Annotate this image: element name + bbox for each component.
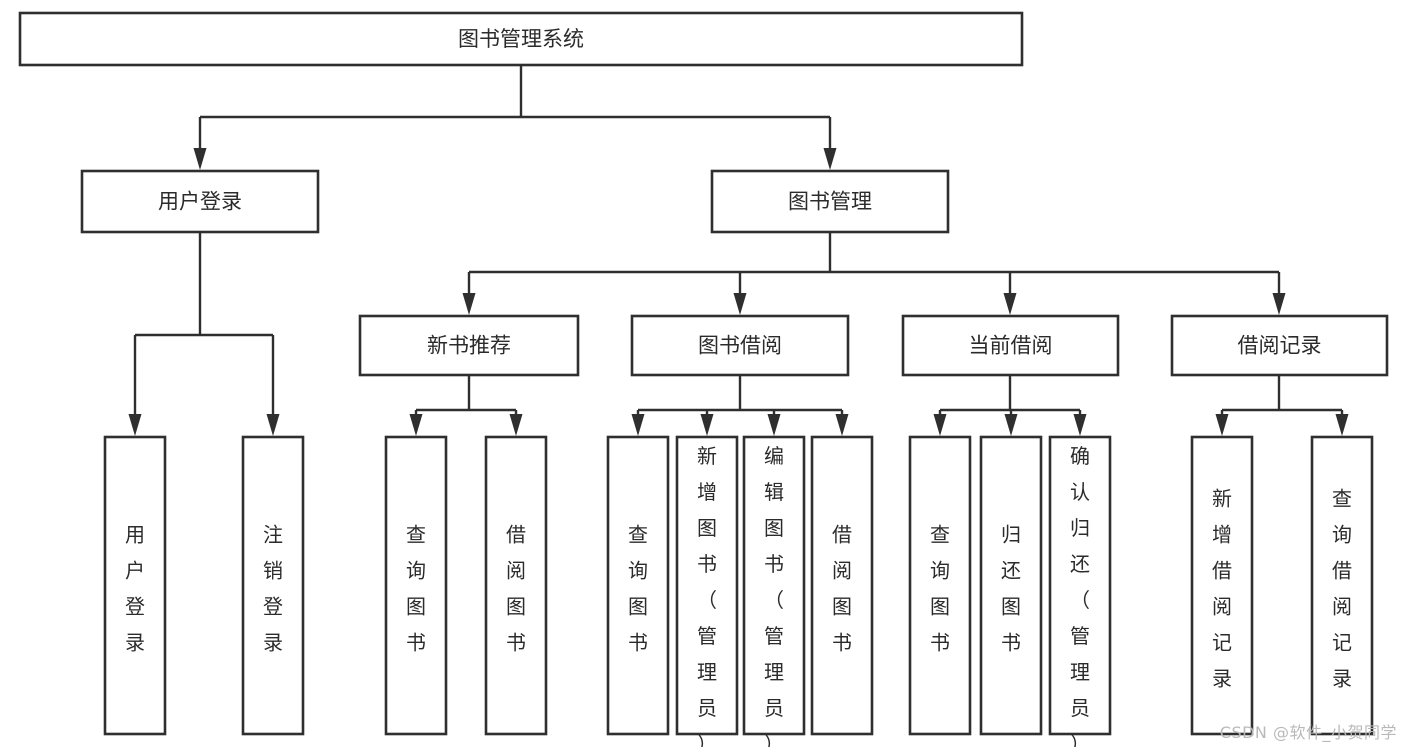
edge-group-6 xyxy=(1215,375,1349,436)
edge-group-2 xyxy=(462,232,1286,315)
leaf-node-1[interactable]: 注销登录 xyxy=(241,435,305,736)
leaf-node-9-label: 归还图书 xyxy=(1001,523,1021,655)
leaf-node-7-box[interactable] xyxy=(810,435,874,736)
leaf-node-3-label: 借阅图书 xyxy=(506,523,526,655)
leaf-node-11[interactable]: 新增借阅记录 xyxy=(1190,435,1254,736)
arrow-head-icon xyxy=(933,414,947,436)
arrow-head-icon xyxy=(1272,293,1286,315)
nodes-layer: 图书管理系统用户登录图书管理新书推荐图书借阅当前借阅借阅记录用户登录注销登录查询… xyxy=(18,11,1389,747)
level2-node-0-box[interactable] xyxy=(80,169,320,234)
arrow-head-icon xyxy=(128,414,142,436)
arrow-head-icon xyxy=(1073,414,1087,436)
root-node[interactable]: 图书管理系统 xyxy=(18,11,1024,67)
leaf-node-8[interactable]: 查询图书 xyxy=(908,435,972,736)
level3-node-3-label: 借阅记录 xyxy=(1238,334,1322,358)
level3-node-3-box[interactable] xyxy=(1170,314,1389,377)
leaf-node-0-box[interactable] xyxy=(103,435,167,736)
arrow-head-icon xyxy=(1004,414,1018,436)
edges-layer xyxy=(128,65,1349,436)
level3-node-1-box[interactable] xyxy=(630,314,850,377)
leaf-node-9[interactable]: 归还图书 xyxy=(979,435,1043,736)
arrow-head-icon xyxy=(835,414,849,436)
arrow-head-icon xyxy=(631,414,645,436)
leaf-node-1-box[interactable] xyxy=(241,435,305,736)
edge-group-5 xyxy=(933,375,1087,436)
leaf-node-2[interactable]: 查询图书 xyxy=(384,435,448,736)
arrow-head-icon xyxy=(767,414,781,436)
root-node-label: 图书管理系统 xyxy=(458,27,584,51)
level3-node-0-box[interactable] xyxy=(358,314,580,377)
level2-node-1[interactable]: 图书管理 xyxy=(710,169,950,234)
leaf-node-12-box[interactable] xyxy=(1310,435,1374,736)
leaf-node-5-box[interactable] xyxy=(675,435,739,736)
leaf-node-7[interactable]: 借阅图书 xyxy=(810,435,874,736)
leaf-node-12[interactable]: 查询借阅记录 xyxy=(1310,435,1374,736)
leaf-node-4-label: 查询图书 xyxy=(628,523,648,655)
leaf-node-9-box[interactable] xyxy=(979,435,1043,736)
level2-node-1-box[interactable] xyxy=(710,169,950,234)
leaf-node-6-box[interactable] xyxy=(742,435,806,736)
level2-node-1-label: 图书管理 xyxy=(788,190,872,214)
leaf-node-0-label: 用户登录 xyxy=(125,523,145,655)
leaf-node-3-box[interactable] xyxy=(484,435,548,736)
leaf-node-10[interactable]: 确认归还（管理员） xyxy=(1048,435,1112,747)
level2-node-0[interactable]: 用户登录 xyxy=(80,169,320,234)
leaf-node-4-box[interactable] xyxy=(606,435,670,736)
leaf-node-8-label: 查询图书 xyxy=(930,523,950,655)
arrow-head-icon xyxy=(733,293,747,315)
level3-node-3[interactable]: 借阅记录 xyxy=(1170,314,1389,377)
arrow-head-icon xyxy=(193,148,207,170)
leaf-node-5[interactable]: 新增图书（管理员） xyxy=(675,435,739,747)
leaf-node-10-label: 确认归还（管理员） xyxy=(1070,444,1090,747)
leaf-node-3[interactable]: 借阅图书 xyxy=(484,435,548,736)
leaf-node-8-box[interactable] xyxy=(908,435,972,736)
leaf-node-11-label: 新增借阅记录 xyxy=(1212,487,1232,691)
root-node-box[interactable] xyxy=(18,11,1024,67)
leaf-node-2-box[interactable] xyxy=(384,435,448,736)
leaf-node-12-label: 查询借阅记录 xyxy=(1332,487,1352,691)
arrow-head-icon xyxy=(1335,414,1349,436)
edge-group-1 xyxy=(128,232,280,436)
leaf-node-4[interactable]: 查询图书 xyxy=(606,435,670,736)
level3-node-0-label: 新书推荐 xyxy=(427,334,511,358)
edge-group-4 xyxy=(631,375,849,436)
level3-node-2[interactable]: 当前借阅 xyxy=(901,314,1120,377)
level3-node-1[interactable]: 图书借阅 xyxy=(630,314,850,377)
leaf-node-6[interactable]: 编辑图书（管理员） xyxy=(742,435,806,747)
leaf-node-2-label: 查询图书 xyxy=(406,523,426,655)
level2-node-0-label: 用户登录 xyxy=(158,190,242,214)
leaf-node-10-box[interactable] xyxy=(1048,435,1112,736)
level3-node-0[interactable]: 新书推荐 xyxy=(358,314,580,377)
leaf-node-5-label: 新增图书（管理员） xyxy=(697,444,717,747)
arrow-head-icon xyxy=(462,293,476,315)
leaf-node-1-label: 注销登录 xyxy=(263,523,283,655)
level3-node-2-box[interactable] xyxy=(901,314,1120,377)
arrow-head-icon xyxy=(1003,293,1017,315)
arrow-head-icon xyxy=(823,148,837,170)
level3-node-1-label: 图书借阅 xyxy=(698,334,782,358)
arrow-head-icon xyxy=(509,414,523,436)
arrow-head-icon xyxy=(266,414,280,436)
arrow-head-icon xyxy=(700,414,714,436)
edge-group-0 xyxy=(193,65,837,170)
level3-node-2-label: 当前借阅 xyxy=(969,334,1053,358)
edge-group-3 xyxy=(409,375,523,436)
leaf-node-0[interactable]: 用户登录 xyxy=(103,435,167,736)
leaf-node-11-box[interactable] xyxy=(1190,435,1254,736)
leaf-node-6-label: 编辑图书（管理员） xyxy=(764,444,784,747)
leaf-node-7-label: 借阅图书 xyxy=(832,523,852,655)
arrow-head-icon xyxy=(1215,414,1229,436)
arrow-head-icon xyxy=(409,414,423,436)
